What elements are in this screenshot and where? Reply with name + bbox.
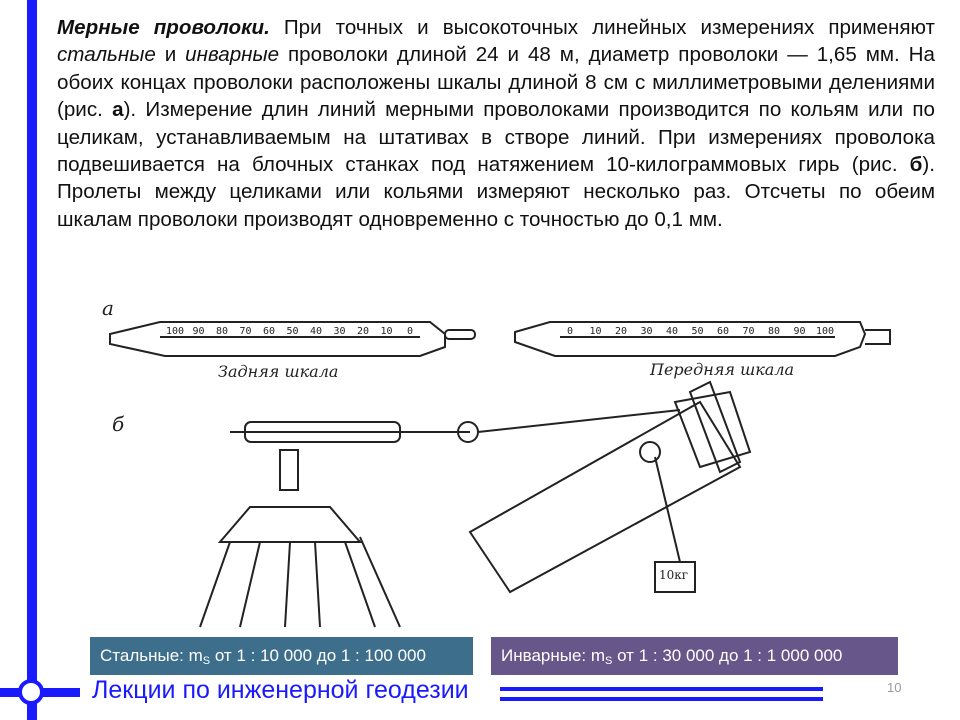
weight-box [654,561,696,593]
invar-suffix: от 1 : 30 000 до 1 : 1 000 000 [612,646,843,665]
rear-scale-tick-label: 90 [192,326,204,337]
rear-scale-tick-label: 10 [380,326,392,337]
rear-scale-tick-label: 60 [263,326,275,337]
invar-prefix: Инварные: m [501,646,606,665]
front-scale-caption: Передняя шкала [650,360,795,379]
rear-scale-tick-label: 70 [239,326,251,337]
front-scale-tick-label: 60 [717,326,729,337]
front-scale-tick-label: 20 [615,326,627,337]
footer-divider [500,697,823,701]
tripod-leg-right [344,536,401,628]
block-stand-plate [673,390,752,469]
steel-suffix: от 1 : 10 000 до 1 : 100 000 [210,646,426,665]
weight-label: 10кг [659,568,689,582]
invar-precision-box: Инварные: mS от 1 : 30 000 до 1 : 1 000 … [491,637,898,675]
front-scale-body [514,321,867,357]
rear-scale-tick-label: 50 [286,326,298,337]
text-run: ). Пролеты между целиками или кольями из… [57,153,935,231]
figure-label-a: а [102,296,114,320]
body-paragraph: Мерные проволоки. При точных и высокоточ… [57,14,935,233]
front-scale-tick-label: 40 [666,326,678,337]
block-stand-upright [688,380,742,474]
rear-scale-tick-label: 40 [310,326,322,337]
figure-label-b: б [112,412,125,436]
left-accent-bar [27,0,37,720]
front-scale-tick-label: 70 [742,326,754,337]
text-run: ). Измерение длин линий мерными проволок… [57,98,935,177]
rear-scale-tick-label: 20 [357,326,369,337]
term-invar: инварные [185,43,280,67]
footer-divider [500,687,823,691]
tripod-head [279,449,299,491]
rear-scale-tick-label: 0 [407,326,413,337]
front-scale-tick-label: 10 [589,326,601,337]
accent-ring-icon [18,679,44,705]
front-scale-hook [865,329,891,345]
front-scale-tick-label: 50 [691,326,703,337]
tripod-leg-left [199,541,261,628]
front-scale-tick-label: 90 [793,326,805,337]
paragraph-heading: Мерные проволоки. [57,16,270,39]
steel-prefix: Стальные: m [100,646,203,665]
text-run: и [155,43,186,67]
rear-scale-tick-label: 100 [166,326,184,337]
front-scale-tick-label: 80 [768,326,780,337]
pulley-wheel [639,441,661,463]
steel-subscript: S [202,655,211,667]
rear-scale-body [109,321,446,357]
front-scale-tick-label: 0 [567,326,573,337]
figure-ref-a: а [112,98,124,122]
term-steel: стальные [57,43,156,67]
text-run: При точных и высокоточных линейных измер… [269,16,935,39]
rear-scale-caption: Задняя шкала [218,362,339,381]
text-run: проволоки длиной 24 и 48 м, диаметр пров… [57,43,935,122]
tripod-plate [217,506,363,543]
rear-scale-tick-label: 30 [333,326,345,337]
figure-ref-b: б [909,153,923,177]
page-number: 10 [887,680,902,695]
footer-title: Лекции по инженерной геодезии [92,676,469,704]
front-scale-tick-label: 100 [816,326,834,337]
block-stand-arm [468,400,742,594]
rear-scale-hook [444,329,476,340]
wire-scale [244,421,401,443]
front-scale-tick-label: 30 [640,326,652,337]
wire-to-pulley [477,409,681,433]
rear-scale-tick-label: 80 [216,326,228,337]
invar-subscript: S [605,655,613,667]
weight-cable [654,456,681,563]
steel-precision-box: Стальные: mS от 1 : 10 000 до 1 : 100 00… [90,637,473,675]
tripod-leg-middle [284,541,321,628]
